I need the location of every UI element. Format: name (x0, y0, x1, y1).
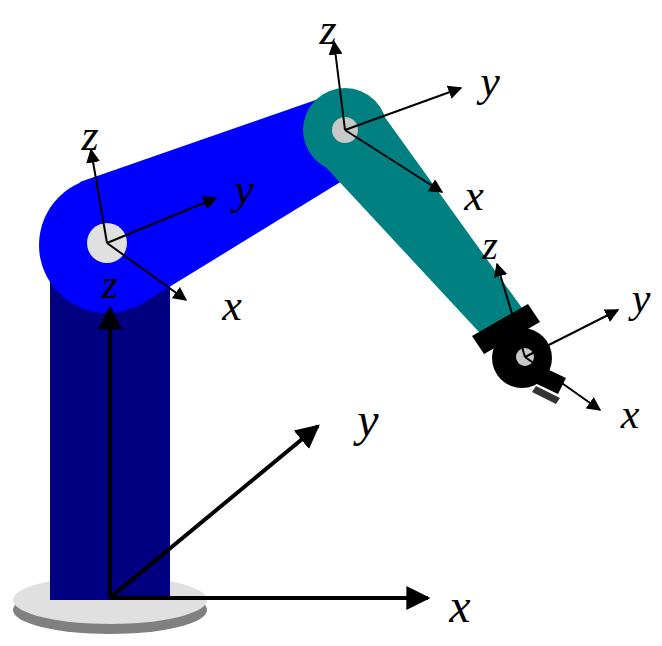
wrist-frame-axes (497, 264, 618, 410)
wrist-gripper (472, 304, 566, 404)
axis-label: x (222, 284, 242, 328)
axis-label: y (357, 396, 378, 444)
axis-label: y (234, 168, 254, 212)
pillar (50, 260, 170, 600)
axis-label: x (621, 393, 640, 435)
fore-link (303, 88, 532, 346)
axis-label: z (102, 263, 118, 305)
base-frame-axes (110, 308, 428, 598)
axis-label: z (482, 226, 498, 266)
axis-label: x (464, 174, 484, 218)
axis-label: y (480, 60, 500, 104)
axis-label: z (319, 8, 336, 52)
axis-label: y (632, 277, 651, 319)
axis-label: x (449, 582, 470, 630)
axis-label: z (81, 114, 98, 158)
elbow-frame-axes (334, 42, 461, 192)
